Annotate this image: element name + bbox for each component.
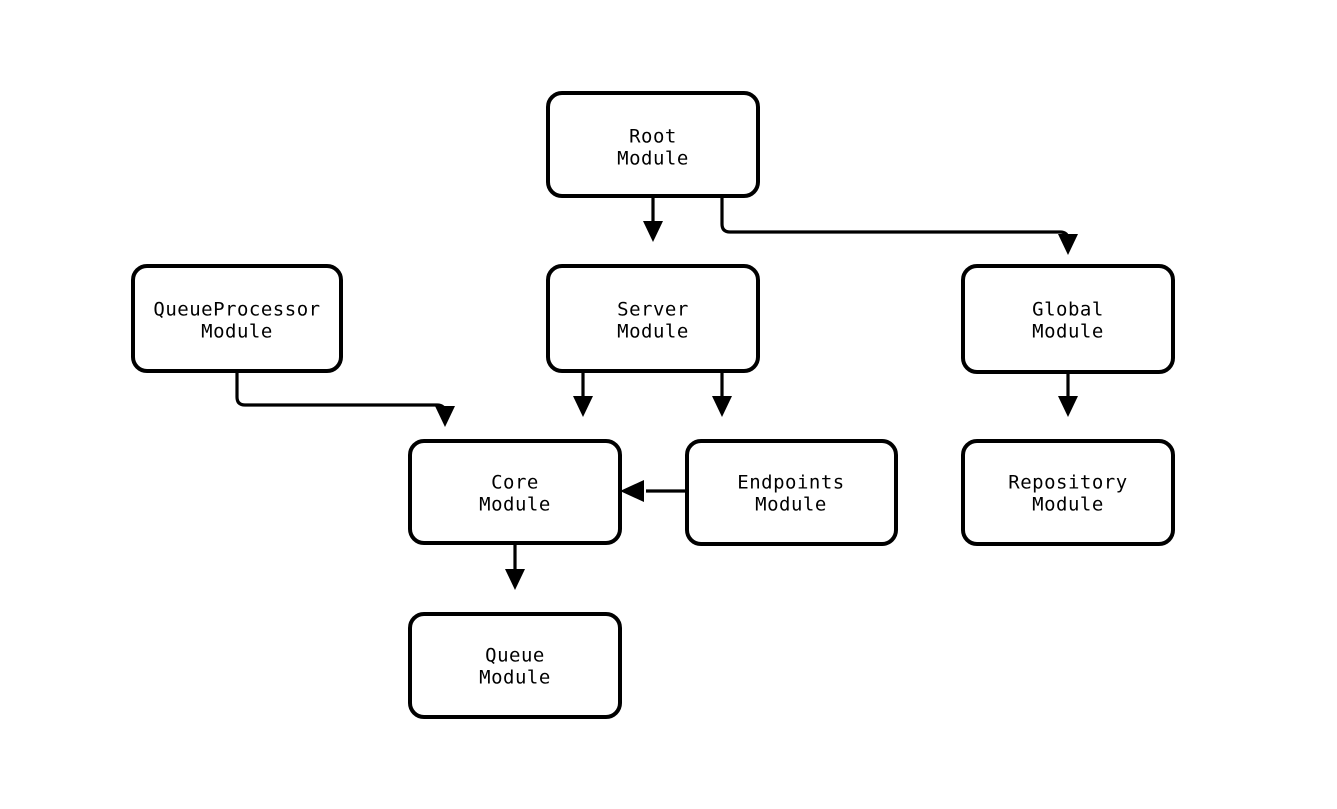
node-queue-box[interactable] xyxy=(408,612,622,719)
arrowhead xyxy=(712,396,732,417)
node-core-label-line2: Module xyxy=(479,494,551,516)
arrowhead xyxy=(1058,234,1078,255)
node-server-label-line1: Server xyxy=(617,299,689,321)
node-repository-label-line2: Module xyxy=(1032,494,1104,516)
node-core-label-line1: Core xyxy=(491,472,539,494)
node-server[interactable]: Server Module xyxy=(546,264,760,373)
node-queue[interactable]: Queue Module xyxy=(408,612,622,719)
arrowhead xyxy=(1058,396,1078,417)
node-repository-label-line1: Repository xyxy=(1008,472,1127,494)
node-endpoints-label-line1: Endpoints xyxy=(737,472,844,494)
edge-endpoints-core xyxy=(620,480,687,502)
arrowhead xyxy=(573,396,593,417)
node-repository-box[interactable] xyxy=(961,439,1175,546)
edge-root-global xyxy=(720,196,1078,255)
node-core-box[interactable] xyxy=(408,439,622,545)
node-root-label-line2: Module xyxy=(617,148,689,170)
node-queue-label-line2: Module xyxy=(479,667,551,689)
edge-server-endpoints xyxy=(712,371,732,417)
node-server-label-line2: Module xyxy=(617,321,689,343)
node-global-label-line1: Global xyxy=(1032,299,1104,321)
node-core[interactable]: Core Module xyxy=(408,439,622,545)
arrowhead xyxy=(643,221,663,242)
node-queueprocessor-label-line2: Module xyxy=(201,321,273,343)
node-endpoints[interactable]: Endpoints Module xyxy=(685,439,898,546)
node-queueprocessor-label-line1: QueueProcessor xyxy=(153,299,320,321)
node-queueprocessor-box[interactable] xyxy=(131,264,343,373)
arrowhead xyxy=(435,406,455,427)
edge-layer xyxy=(235,196,1078,590)
node-root-box[interactable] xyxy=(546,91,760,198)
arrowhead xyxy=(620,480,644,502)
edge-queueprocessor-core xyxy=(235,371,455,427)
node-global-label-line2: Module xyxy=(1032,321,1104,343)
edge-root-server xyxy=(643,196,663,242)
edge-global-repository xyxy=(1058,372,1078,417)
node-queueprocessor[interactable]: QueueProcessor Module xyxy=(131,264,343,373)
node-endpoints-box[interactable] xyxy=(685,439,898,546)
node-global[interactable]: Global Module xyxy=(961,264,1175,374)
edge-server-core xyxy=(573,371,593,417)
arrowhead xyxy=(505,569,525,590)
node-layer: Root Module QueueProcessor Module Server… xyxy=(131,91,1175,719)
edge-core-queue xyxy=(505,543,525,590)
node-global-box[interactable] xyxy=(961,264,1175,374)
node-repository[interactable]: Repository Module xyxy=(961,439,1175,546)
node-server-box[interactable] xyxy=(546,264,760,373)
node-root-label-line1: Root xyxy=(629,126,677,148)
node-endpoints-label-line2: Module xyxy=(755,494,827,516)
node-root[interactable]: Root Module xyxy=(546,91,760,198)
node-queue-label-line1: Queue xyxy=(485,645,545,667)
